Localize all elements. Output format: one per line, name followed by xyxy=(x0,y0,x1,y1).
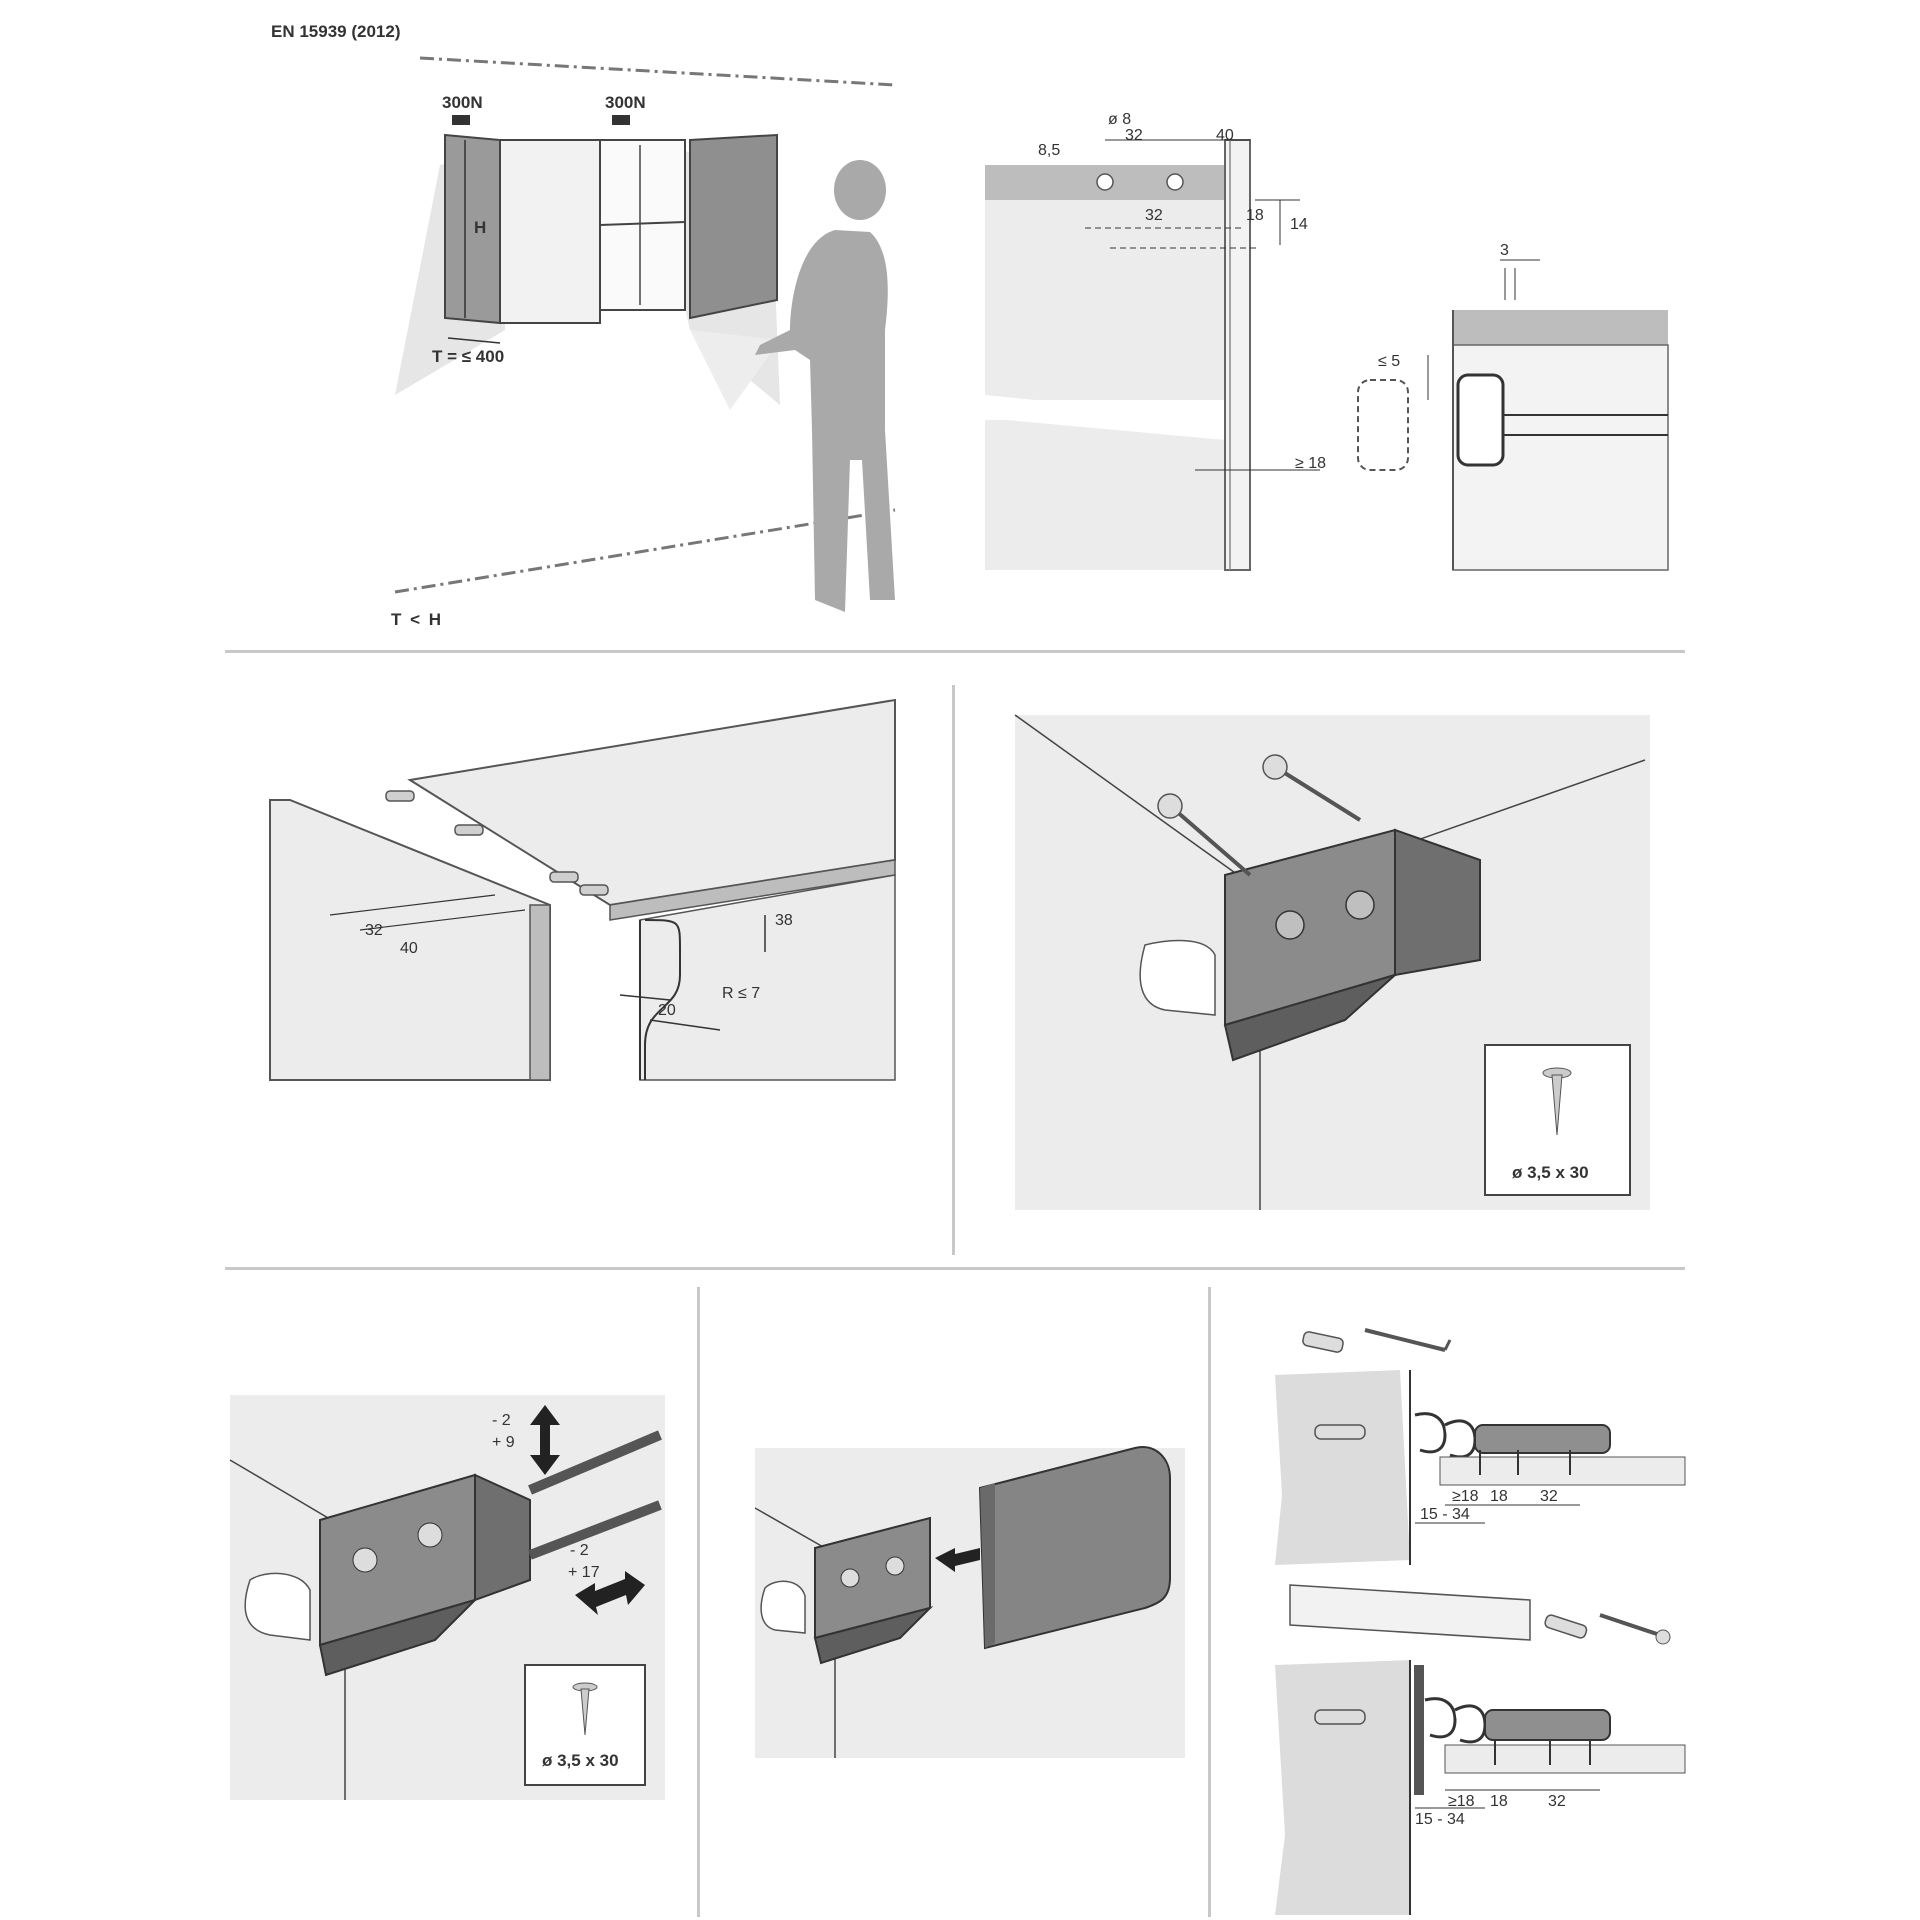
mount-top-18-label: 18 xyxy=(1490,1488,1508,1505)
panel-cabinet-overview: 300N 300N H T = ≤ 400 xyxy=(0,0,940,640)
top-width-label: 20 xyxy=(658,1002,676,1019)
depth-label: T = ≤ 400 xyxy=(432,347,504,366)
panel-cover-cap xyxy=(754,1446,1185,1758)
mount-bot-min-label: ≥18 xyxy=(1448,1793,1475,1810)
min-panel-label: ≥ 18 xyxy=(1295,455,1326,472)
adjust-depth-plus: + 17 xyxy=(568,1564,600,1581)
adjust-vertical-minus: - 2 xyxy=(492,1412,511,1429)
separator-vertical-middle xyxy=(952,685,955,1255)
top-spacing-label: 32 xyxy=(365,922,383,939)
mount-top-range-label: 15 - 34 xyxy=(1420,1506,1470,1523)
rail-gap-label: 3 xyxy=(1500,242,1509,259)
panel-thickness-label: 18 xyxy=(1246,207,1264,224)
panel-bracket-screws: ø 3,5 x 30 xyxy=(1014,714,1655,1210)
mount-bot-range-label: 15 - 34 xyxy=(1415,1811,1465,1828)
screw-spec-label-b: ø 3,5 x 30 xyxy=(542,1751,619,1770)
separator-horizontal-top xyxy=(225,650,1685,653)
screw-spec-label-a: ø 3,5 x 30 xyxy=(1512,1163,1589,1182)
separator-vertical-bottom-left xyxy=(697,1287,700,1917)
height-14-label: 14 xyxy=(1290,216,1308,233)
top-offset-label: 40 xyxy=(400,940,418,957)
person-silhouette xyxy=(755,160,895,612)
panel-adjustment: - 2 + 9 - 2 + 17 ø 3,5 x 30 xyxy=(229,1395,670,1800)
top-radius-label: R ≤ 7 xyxy=(722,985,760,1002)
load-left-label: 300N xyxy=(442,93,483,112)
adjust-vertical-plus: + 9 xyxy=(492,1434,515,1451)
ratio-label: T < H xyxy=(391,610,444,629)
panel-drilling-dimensions: ø 8 32 40 8,5 32 18 14 ≥ 18 3 ≤ 5 xyxy=(980,100,1680,580)
panel-wall-mounting: ≥18 18 32 15 - 34 ≥18 18 32 15 - 34 xyxy=(1270,1315,1690,1915)
load-right-label: 300N xyxy=(605,93,646,112)
edge-offset-label: 8,5 xyxy=(1038,142,1060,159)
separator-vertical-bottom-right xyxy=(1208,1287,1211,1917)
offset-top-label: 40 xyxy=(1216,127,1234,144)
mount-bot-18-label: 18 xyxy=(1490,1793,1508,1810)
spacing-bottom-label: 32 xyxy=(1145,207,1163,224)
diameter-label: ø 8 xyxy=(1108,111,1131,128)
panel-top-section: 32 40 38 20 R ≤ 7 xyxy=(250,690,910,1110)
adjust-depth-minus: - 2 xyxy=(570,1542,589,1559)
separator-horizontal-bottom xyxy=(225,1267,1685,1270)
mount-top-min-label: ≥18 xyxy=(1452,1488,1479,1505)
height-label: H xyxy=(474,218,486,237)
spacing-top-label: 32 xyxy=(1125,127,1143,144)
mount-bot-32-label: 32 xyxy=(1548,1793,1566,1810)
rail-max-offset-label: ≤ 5 xyxy=(1378,353,1400,370)
top-depth-label: 38 xyxy=(775,912,793,929)
mount-top-32-label: 32 xyxy=(1540,1488,1558,1505)
standard-label: EN 15939 (2012) xyxy=(271,22,401,41)
